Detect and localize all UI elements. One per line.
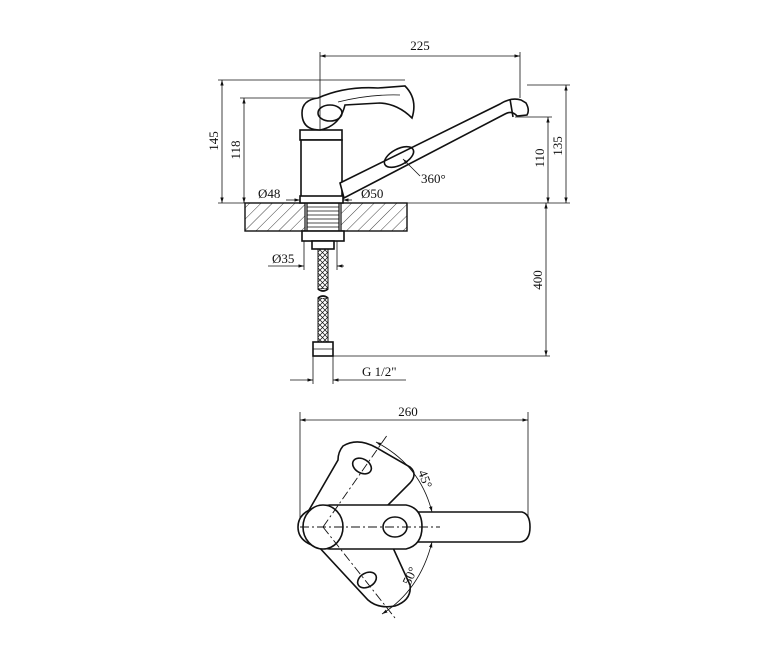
spout-top-view: [404, 511, 531, 543]
side-view: 225 145 118 110 135 360° Ø48 Ø50 Ø35: [206, 38, 570, 384]
dim-angle-lower: 50°: [399, 564, 420, 587]
dim-shank-diam: Ø35: [272, 251, 294, 266]
mount-hole-top: [351, 457, 373, 475]
mounting-nut: [301, 230, 345, 242]
mount-hole-bottom: [356, 571, 378, 589]
dim-base-diam: Ø48: [258, 186, 280, 201]
faucet-body-upper: [299, 129, 343, 141]
faucet-body: [300, 139, 343, 201]
dim-flange-diam: Ø50: [361, 186, 383, 201]
dim-overall-width: 260: [398, 404, 418, 419]
dim-spout-total: 135: [550, 136, 565, 156]
lever-cap: [317, 104, 343, 122]
dim-width-top: 225: [410, 38, 430, 53]
lever-handle: [301, 85, 415, 131]
spout-swivel-marker: [383, 145, 415, 169]
dim-rotation: 360°: [421, 171, 446, 186]
dim-height-total: 145: [206, 131, 221, 151]
faucet-base-ring: [299, 195, 344, 204]
dim-hose-length: 400: [530, 270, 545, 290]
threaded-shank: [306, 202, 340, 232]
top-view: 260 45° 50°: [297, 404, 531, 619]
dim-spout-height: 110: [532, 148, 547, 167]
dim-angle-upper: 45°: [415, 468, 435, 490]
dim-height-body: 118: [228, 140, 243, 159]
flexible-hose-top: [317, 248, 329, 290]
flexible-hose-bottom: [317, 297, 329, 343]
nut-collar: [311, 240, 335, 250]
dim-thread: G 1/2": [362, 364, 397, 379]
